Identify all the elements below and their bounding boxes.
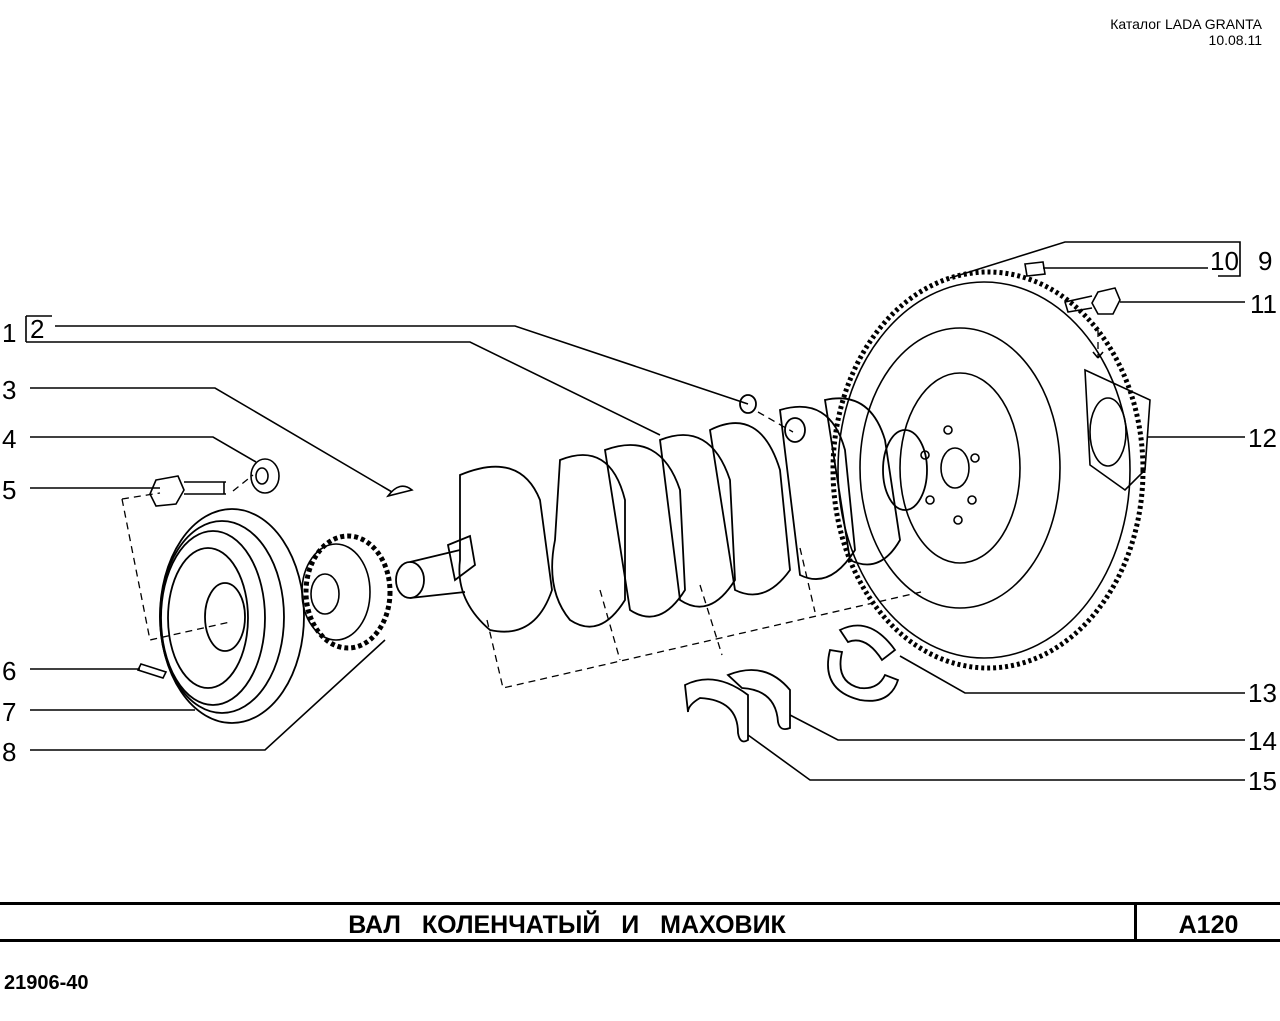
callout-3: 3 — [2, 375, 17, 405]
leader-4 — [30, 436, 257, 463]
washer — [250, 458, 280, 494]
leader-9-bracket — [1218, 241, 1241, 277]
leader-14 — [789, 714, 1245, 741]
callout-1: 1 — [2, 318, 17, 348]
title-divider — [1134, 905, 1137, 939]
diagram-title: ВАЛ КОЛЕНЧАТЫЙ И МАХОВИК — [348, 911, 786, 939]
callout-10: 10 — [1210, 246, 1239, 276]
callout-5: 5 — [2, 475, 17, 505]
crankshaft — [395, 394, 928, 633]
catalog-label: Каталог LADA GRANTA — [1110, 16, 1262, 32]
flywheel-bolt — [1063, 287, 1121, 315]
callout-12: 12 — [1248, 423, 1277, 453]
timing-gear — [301, 533, 393, 651]
catalog-date: 10.08.11 — [1208, 32, 1262, 48]
callout-14: 14 — [1248, 726, 1277, 756]
leader-2 — [55, 325, 749, 405]
callout-4: 4 — [2, 424, 17, 454]
callout-13: 13 — [1248, 678, 1277, 708]
callout-8: 8 — [2, 737, 17, 767]
callout-6: 6 — [2, 656, 17, 686]
title-block: ВАЛ КОЛЕНЧАТЫЙ И МАХОВИК A120 — [0, 902, 1280, 942]
section-code: A120 — [1178, 911, 1239, 939]
flywheel — [830, 269, 1146, 671]
callout-9: 9 — [1258, 246, 1273, 276]
flywheel-washer-plate — [1084, 368, 1151, 492]
locating-pin — [1024, 261, 1046, 277]
leader-9 — [949, 241, 1218, 279]
leader-8 — [30, 639, 386, 751]
main-bearing-shells — [827, 624, 900, 702]
callout-15: 15 — [1248, 766, 1277, 796]
leader-13 — [899, 655, 1245, 694]
thrust-half-rings — [684, 669, 791, 743]
dowel-pin — [136, 663, 168, 679]
woodruff-key — [386, 485, 414, 498]
leader-3 — [30, 387, 393, 493]
crankshaft-pulley — [159, 508, 305, 724]
leader-15 — [747, 734, 1245, 781]
drawing-number: 21906-40 — [4, 972, 89, 994]
callout-2: 2 — [30, 314, 45, 344]
leader-1 — [26, 341, 661, 436]
callout-11: 11 — [1250, 289, 1277, 319]
bracket-1-2 — [25, 315, 52, 342]
crankshaft-flywheel-diagram — [25, 241, 1245, 781]
pulley-bolt — [149, 475, 226, 507]
callout-7: 7 — [2, 697, 17, 727]
